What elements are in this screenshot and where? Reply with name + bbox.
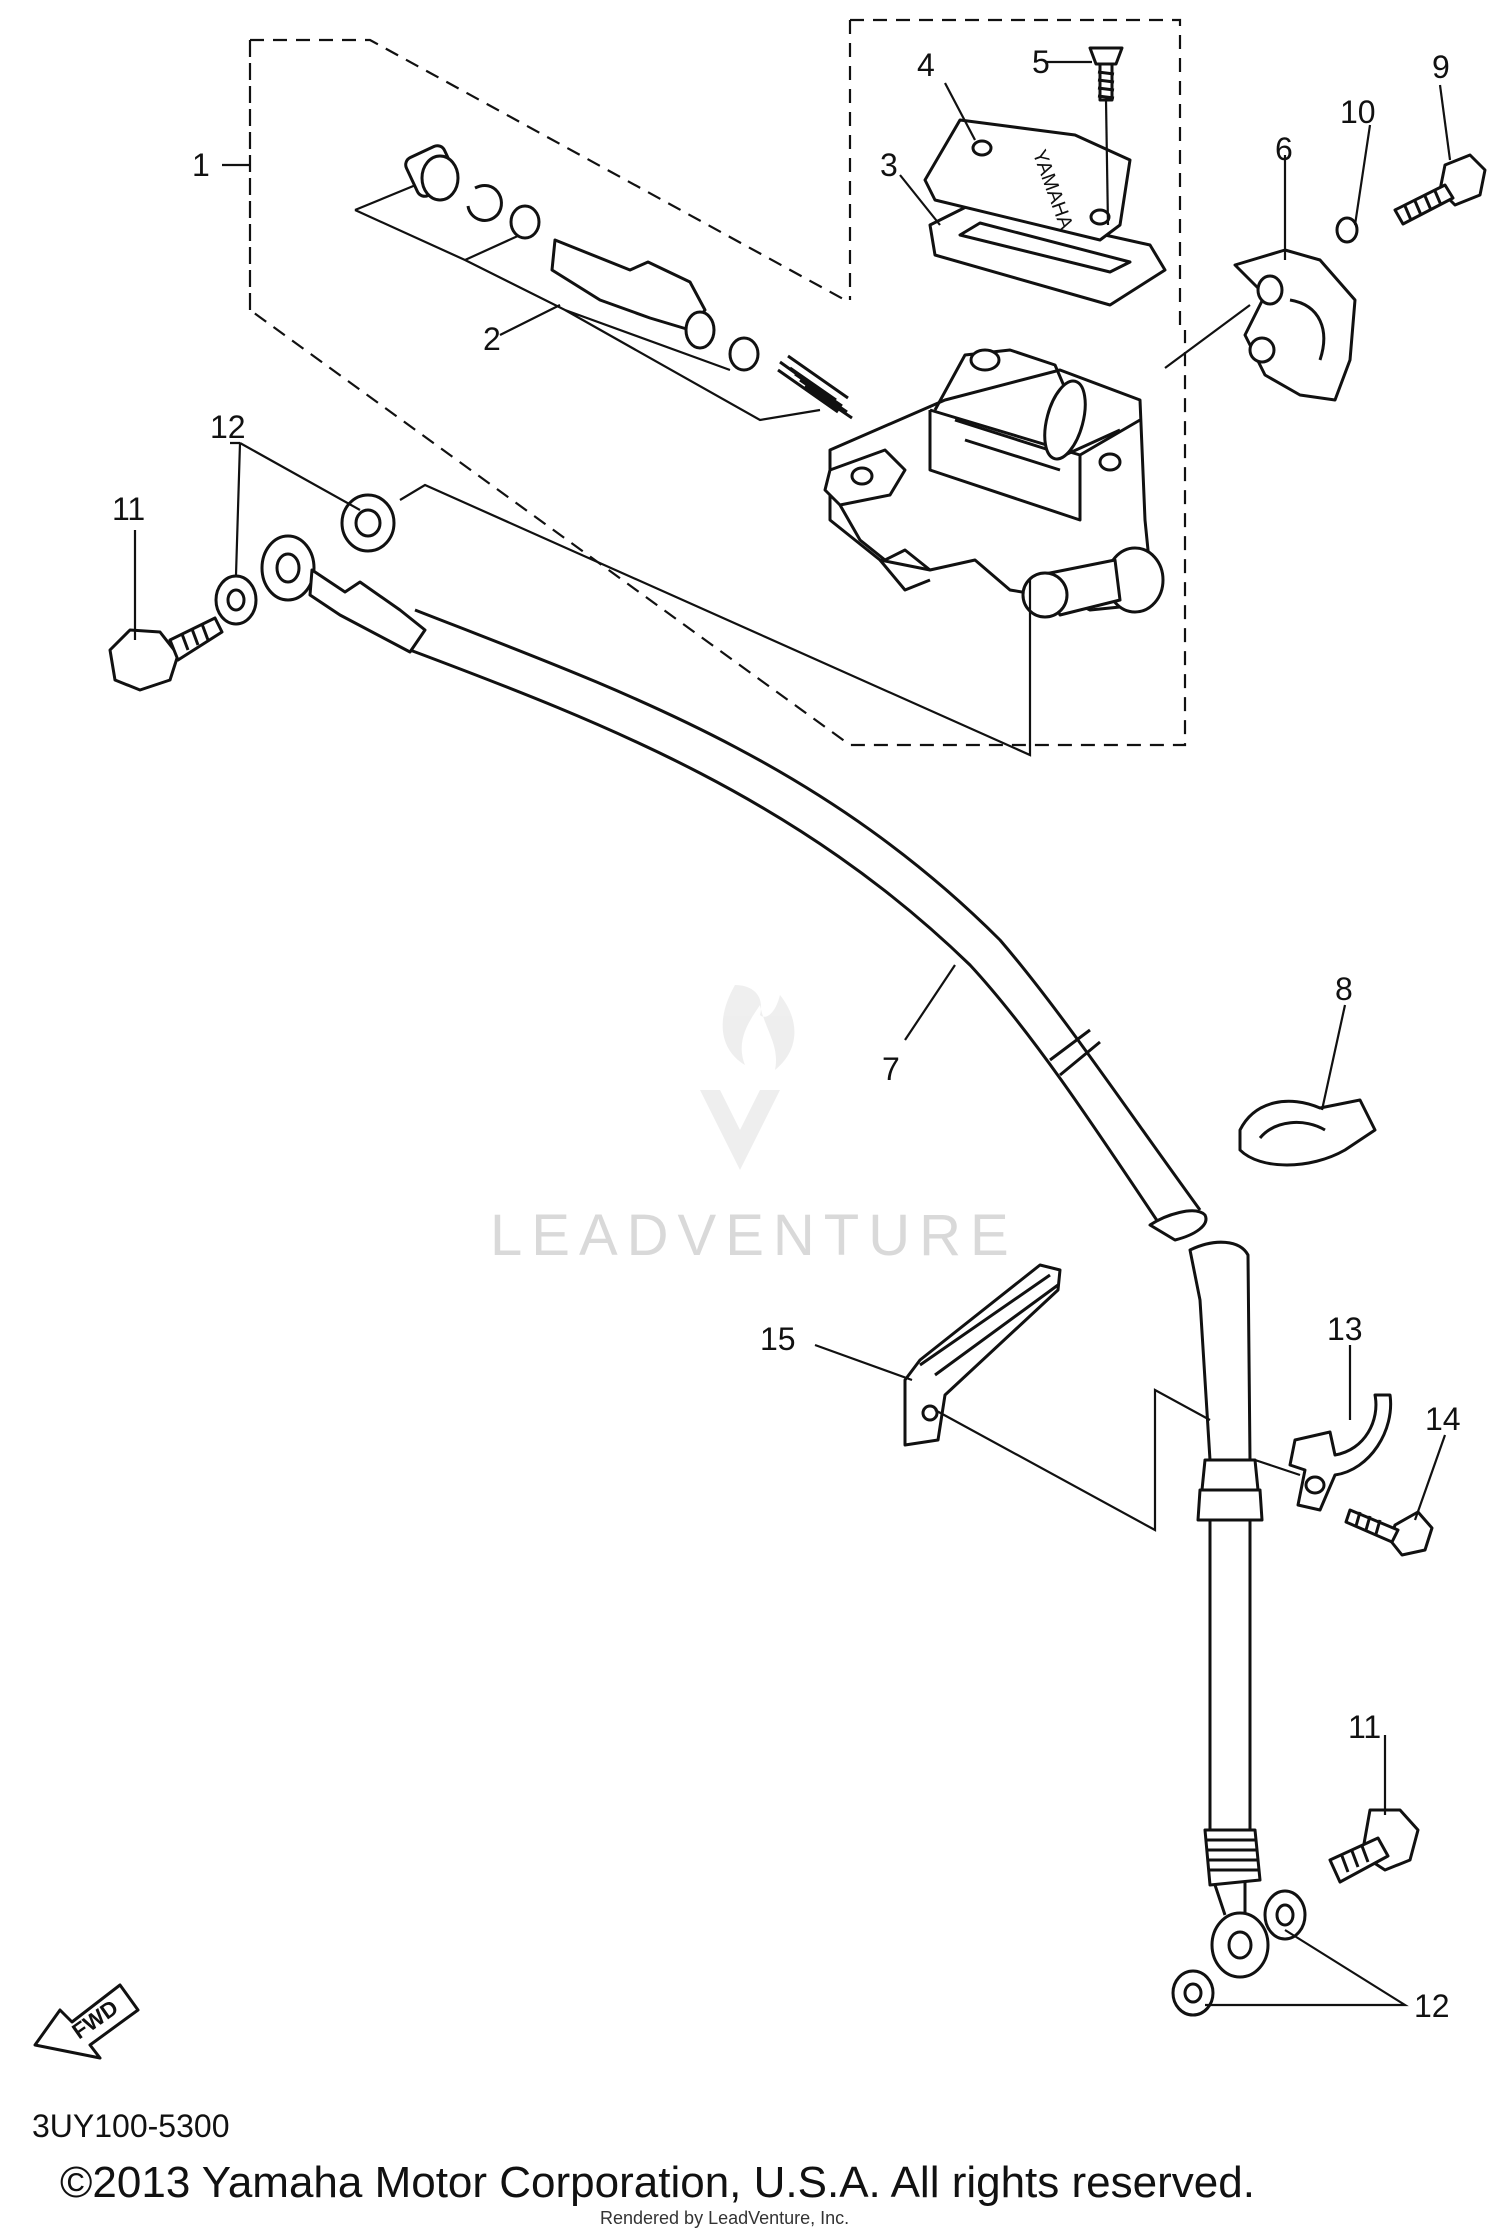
holder-bolt: [1393, 153, 1487, 226]
assembly-outline: [248, 18, 1187, 747]
brake-hose-lower: [1188, 1240, 1270, 1979]
piston-kit-bracket: [354, 173, 821, 422]
watermark-text: LEADVENTURE: [490, 1203, 1018, 1268]
callout-10: 10: [1340, 94, 1376, 130]
callout-4: 4: [917, 47, 935, 83]
hose-ring: [1049, 1028, 1101, 1077]
callout-3: 3: [880, 147, 898, 183]
callout-9: 9: [1432, 49, 1450, 85]
callout-7: 7: [882, 1051, 900, 1087]
callout-2: 2: [483, 321, 501, 357]
callout-1: 1: [192, 147, 210, 183]
callout-14: 14: [1425, 1401, 1461, 1437]
rendered-by-text: Rendered by LeadVenture, Inc.: [600, 2208, 850, 2228]
piston-parts: [404, 144, 853, 420]
cap-screw: [1088, 46, 1124, 226]
brake-hose-top-fitting: [260, 534, 427, 654]
callout-15: 15: [760, 1321, 796, 1357]
clamp-bolt: [1344, 1508, 1434, 1557]
reservoir-cap: YAMAHA: [923, 118, 1132, 242]
hose-cut-end: [1148, 1209, 1208, 1242]
callout-13: 13: [1327, 1311, 1363, 1347]
holder-bracket: [1233, 248, 1357, 402]
hose-guide: [903, 1263, 1062, 1447]
callout-12-top: 12: [210, 409, 246, 445]
copyright-text: ©2013 Yamaha Motor Corporation, U.S.A. A…: [60, 2158, 1255, 2207]
callout-11-bottom: 11: [1348, 1709, 1381, 1745]
union-bolt-top: [108, 616, 224, 692]
diagram-code: 3UY100-5300: [32, 2108, 230, 2144]
callout-12-bottom: 12: [1414, 1988, 1450, 2024]
callout-11-top: 11: [112, 491, 145, 527]
flame-icon: [722, 985, 795, 1070]
callout-5: 5: [1032, 44, 1050, 80]
callout-8: 8: [1335, 971, 1353, 1007]
lock-washer: [1335, 216, 1359, 244]
fwd-arrow: FWD: [33, 1983, 140, 2060]
leader-lines: [133, 60, 1452, 2007]
brake-hose: [409, 608, 1202, 1226]
v-logo-icon: [700, 1090, 780, 1170]
watermark-logo: [700, 985, 795, 1170]
hose-clamp: [1288, 1393, 1393, 1512]
callout-6: 6: [1275, 131, 1293, 167]
union-bolt-bottom: [1328, 1808, 1420, 1884]
master-cylinder-body: [823, 348, 1165, 619]
hose-holder: [1238, 1098, 1377, 1167]
